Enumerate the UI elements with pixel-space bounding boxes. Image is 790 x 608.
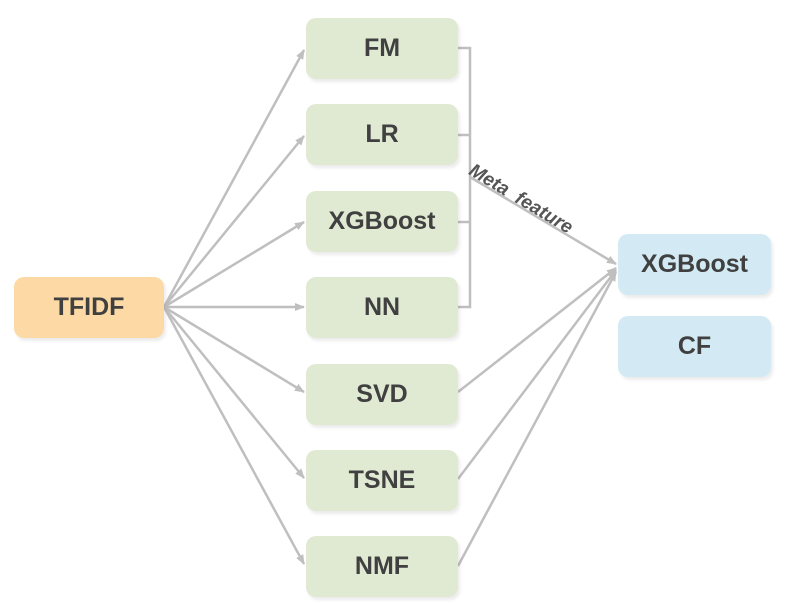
edge-tfidf-nmf [162,306,306,565]
edge-tfidf-xgboost [163,220,305,309]
node-fm-label: FM [363,34,401,62]
node-cf: CF [618,316,771,377]
edge-tfidf-tsne [163,306,305,479]
node-xgboost-model: XGBoost [306,191,458,252]
edge-nmf-xgboost [456,271,618,567]
node-fm: FM [306,18,458,79]
model-to-target-edges [456,175,618,567]
node-nn-label: NN [363,293,401,321]
node-xgboost-model-label: XGBoost [328,207,436,235]
node-cf-label: CF [677,332,712,360]
node-nn: NN [306,277,458,338]
node-svd-label: SVD [356,380,408,408]
edge-tfidf-svd [163,305,305,394]
node-nmf-label: NMF [354,552,410,580]
node-svd: SVD [306,364,458,425]
edge-svd-xgboost [457,267,617,393]
node-tfidf-label: TFIDF [53,293,125,321]
node-tfidf: TFIDF [14,277,164,338]
edge-tfidf-lr [163,135,305,308]
source-to-model-edges [162,49,306,565]
node-tsne-label: TSNE [348,466,416,494]
node-tsne: TSNE [306,450,458,511]
edge-tfidf-fm [162,49,306,308]
node-xgboost-target-label: XGBoost [641,250,748,278]
node-xgboost-target: XGBoost [618,234,771,295]
node-lr-label: LR [365,120,399,148]
node-nmf: NMF [306,536,458,597]
edge-meta-feature-xgboost [469,175,617,266]
node-lr: LR [306,104,458,165]
edge-tsne-xgboost [457,269,617,480]
